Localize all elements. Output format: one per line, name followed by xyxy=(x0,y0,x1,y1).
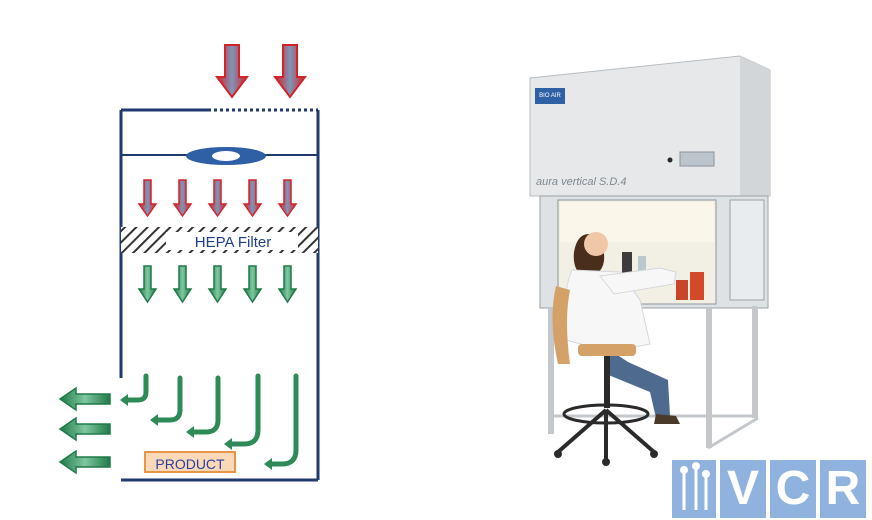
exhaust-arrows xyxy=(58,386,111,475)
curved-airflow-arrows xyxy=(125,373,299,467)
fan-icon xyxy=(186,147,266,165)
cabinet-model-text: aura vertical S.D.4 xyxy=(536,176,627,188)
logo-letter-v: V xyxy=(720,460,766,518)
unfiltered-airflow-arrows xyxy=(137,179,298,218)
filtered-airflow-arrows xyxy=(137,265,298,304)
vcr-logo-mark xyxy=(672,460,716,518)
logo-letter-c: C xyxy=(770,460,816,518)
product-label: PRODUCT xyxy=(144,451,236,473)
intake-arrows xyxy=(215,44,307,99)
cabinet-brand-badge: BIO AIR xyxy=(535,88,565,104)
curved-arrow-heads xyxy=(120,394,272,470)
biosafety-cabinet-photo xyxy=(529,55,771,466)
hepa-filter xyxy=(121,227,318,253)
logo-letter-r: R xyxy=(820,460,866,518)
hepa-filter-label: HEPA Filter xyxy=(194,234,272,251)
